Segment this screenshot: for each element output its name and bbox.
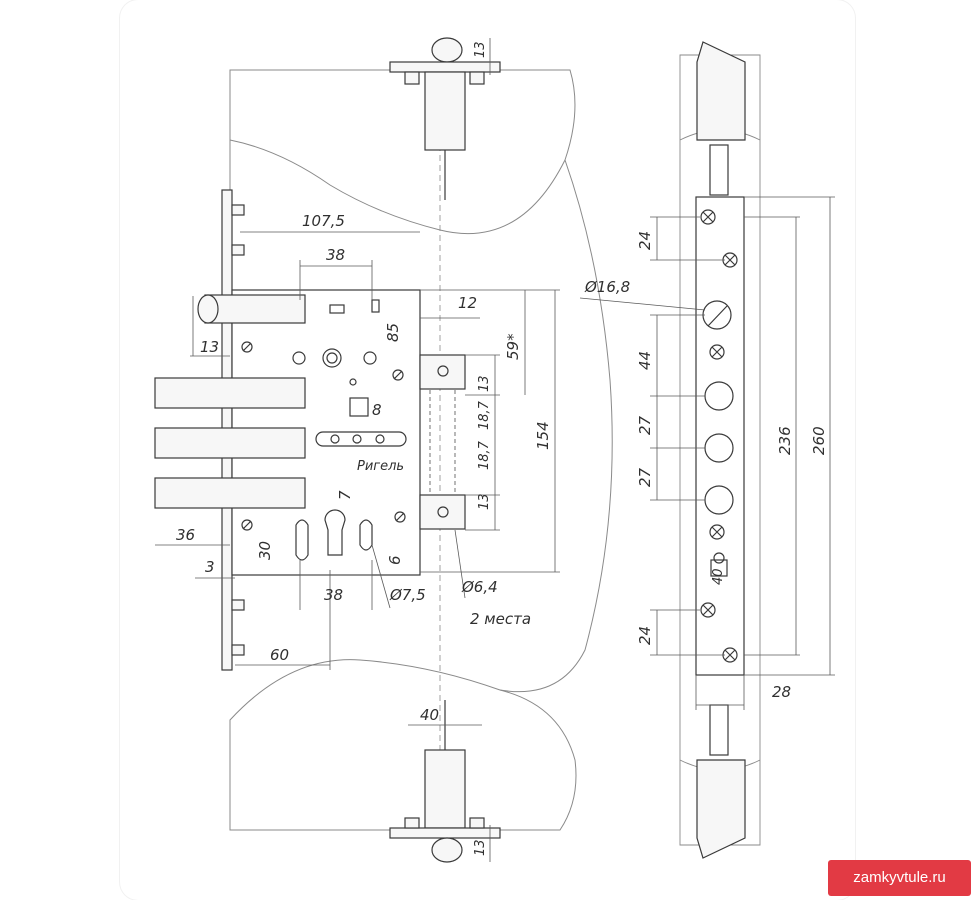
dim-18-7-b: 18,7 — [477, 440, 492, 470]
dim-36: 36 — [176, 526, 195, 544]
dim-13-bottom-rod: 13 — [473, 839, 488, 856]
dim-44: 44 — [636, 351, 654, 370]
dim-27-b: 27 — [636, 467, 654, 487]
site-watermark: zamkyvtule.ru — [828, 860, 971, 896]
dim-diameter-7-5: Ø7,5 — [389, 586, 426, 604]
dim-38-top: 38 — [326, 246, 345, 264]
dim-40: 40 — [420, 706, 439, 724]
dim-28: 28 — [772, 683, 791, 701]
bottom-rod-assembly — [389, 700, 501, 863]
dim-38-bottom: 38 — [324, 586, 343, 604]
dim-27-a: 27 — [636, 415, 654, 435]
dim-two-places: 2 места — [470, 610, 531, 628]
dim-85: 85 — [384, 323, 402, 342]
dim-6: 6 — [386, 555, 404, 565]
dim-diameter-16-8: Ø16,8 — [584, 278, 630, 296]
strike-strip-view — [679, 41, 761, 859]
dim-107-5: 107,5 — [302, 212, 345, 230]
dim-154: 154 — [534, 421, 552, 450]
dim-18-7-a: 18,7 — [477, 400, 492, 430]
dim-13-top-rod: 13 — [473, 41, 488, 58]
dim-59: 59* — [504, 333, 522, 360]
brand-mark: Ригель — [357, 459, 404, 474]
lock-case — [154, 289, 466, 576]
dim-diameter-6-4: Ø6,4 — [461, 578, 498, 596]
dimension-lines-right — [579, 196, 835, 710]
dim-24-bottom: 24 — [636, 626, 654, 645]
dim-40-small: 40 — [711, 568, 726, 585]
dim-13-b: 13 — [477, 493, 492, 510]
dim-7: 7 — [336, 490, 354, 500]
dim-30: 30 — [256, 541, 274, 560]
top-rod-assembly — [389, 37, 501, 200]
dimension-labels: 107,5 38 13 85 12 59* 13 18,7 18,7 13 15… — [176, 41, 828, 856]
dimension-lines-left — [155, 38, 560, 862]
dim-24-top: 24 — [636, 231, 654, 250]
dim-13-side: 13 — [200, 338, 219, 356]
dim-260: 260 — [810, 426, 828, 455]
dim-13-a: 13 — [477, 375, 492, 392]
dim-236: 236 — [776, 426, 794, 455]
dim-60: 60 — [270, 646, 289, 664]
dim-12: 12 — [458, 294, 477, 312]
dim-8: 8 — [372, 401, 382, 419]
dim-3: 3 — [205, 558, 215, 576]
